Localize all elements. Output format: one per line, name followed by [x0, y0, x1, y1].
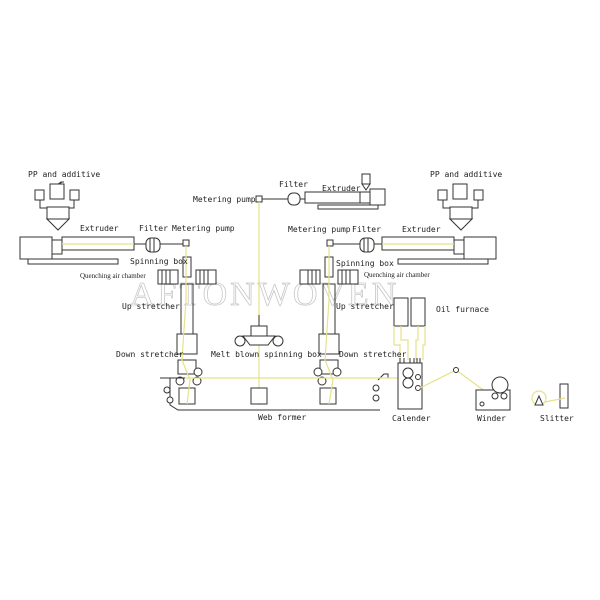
left-extruder-icon [19, 236, 135, 265]
left-hopper-label: PP and additive [28, 170, 100, 179]
slitter-label: Slitter [540, 414, 574, 423]
meltblown-extruder-icon [262, 173, 386, 210]
right-filter-icon [333, 237, 382, 253]
left-filter-icon [134, 237, 183, 253]
right-hopper-icon [437, 183, 484, 231]
right-spinning-box-label: Spinning box [336, 259, 394, 268]
winder-label: Winder [477, 414, 506, 423]
meltblown-metering-pump-icon [255, 195, 263, 203]
meltblown-metering-pump-label: Metering pump [193, 195, 256, 204]
left-up-stretcher-label: Up stretcher [122, 302, 180, 311]
right-quenching-label: Quenching air chamber [364, 271, 430, 279]
right-hopper-label: PP and additive [430, 170, 502, 179]
web-former-label: Web former [258, 413, 306, 422]
right-extruder-label: Extruder [402, 225, 441, 234]
fabric-path [419, 369, 487, 393]
winder-icon [475, 376, 511, 411]
oil-furnace-label: Oil furnace [436, 305, 489, 314]
slitter-icon [531, 383, 569, 409]
right-up-stretcher-label: Up stretcher [336, 302, 394, 311]
calender-icon [397, 358, 423, 410]
guide-roller-icon [453, 367, 459, 373]
left-hopper-icon [34, 181, 80, 231]
right-down-stretcher-label: Down stretcher [339, 350, 407, 359]
right-filter-label: Filter [352, 225, 381, 234]
left-metering-pump-icon [182, 239, 190, 247]
oil-furnace-icon [393, 297, 426, 360]
right-metering-pump-icon [326, 239, 334, 247]
left-filter-label: Filter [139, 224, 168, 233]
meltblown-filter-label: Filter [279, 180, 308, 189]
left-spinning-box-label: Spinning box [130, 257, 188, 266]
calender-label: Calender [392, 414, 431, 423]
left-down-stretcher-label: Down stretcher [116, 350, 184, 359]
left-metering-pump-label: Metering pump [172, 224, 235, 233]
meltblown-extruder-label: Extruder [322, 184, 361, 193]
right-extruder-icon [381, 236, 497, 265]
meltblown-spinning-box-icon [234, 315, 284, 405]
right-spinning-column [299, 246, 359, 405]
left-extruder-label: Extruder [80, 224, 119, 233]
right-metering-pump-label: Metering pump [288, 225, 351, 234]
left-spinning-column [157, 246, 217, 405]
left-quenching-label: Quenching air chamber [80, 272, 146, 280]
meltblown-spinning-box-label: Melt blown spinning box [211, 350, 322, 359]
web-former-icon [160, 373, 398, 411]
